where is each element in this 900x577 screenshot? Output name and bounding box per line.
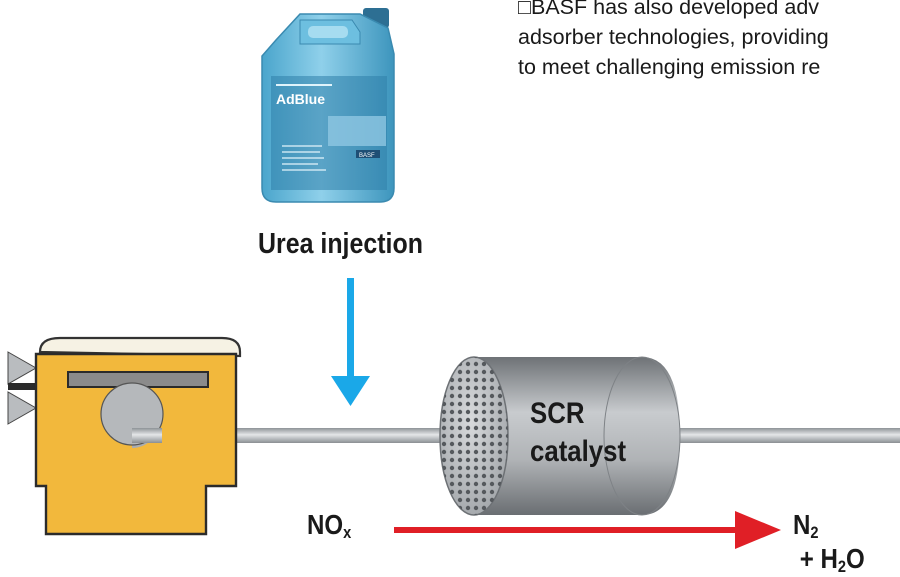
engine-icon <box>7 336 242 536</box>
caption-line: to meet challenging emission re <box>518 55 821 79</box>
injection-arrow <box>331 278 370 406</box>
products-o: O <box>845 543 865 574</box>
products-n-subscript: 2 <box>810 523 819 542</box>
maker-logo-text: BASF <box>359 153 375 159</box>
reaction-arrow <box>394 511 781 549</box>
nox-label: NOx <box>307 509 351 543</box>
adblue-canister-icon: AdBlue BASF <box>261 8 395 203</box>
scr-catalyst-icon <box>439 356 681 516</box>
products-h-subscript: 2 <box>837 557 846 576</box>
catalyst-label: catalyst <box>530 435 627 468</box>
scr-diagram: AdBlue BASF <box>7 8 900 549</box>
products-label: N2 + H2O <box>793 509 885 577</box>
caption-text: □BASF has also developed adv adsorber te… <box>518 0 900 82</box>
caption-line: adsorber technologies, providing <box>518 25 829 49</box>
nox-subscript: x <box>343 523 352 542</box>
nox-text: NO <box>307 509 344 540</box>
products-n: N <box>793 509 811 540</box>
urea-injection-label: Urea injection <box>258 228 423 260</box>
caption-line: □BASF has also developed adv <box>518 0 820 19</box>
brand-logo-text: AdBlue <box>276 91 325 107</box>
scr-label: SCR <box>530 397 585 430</box>
products-plus-h: + H <box>793 543 838 574</box>
